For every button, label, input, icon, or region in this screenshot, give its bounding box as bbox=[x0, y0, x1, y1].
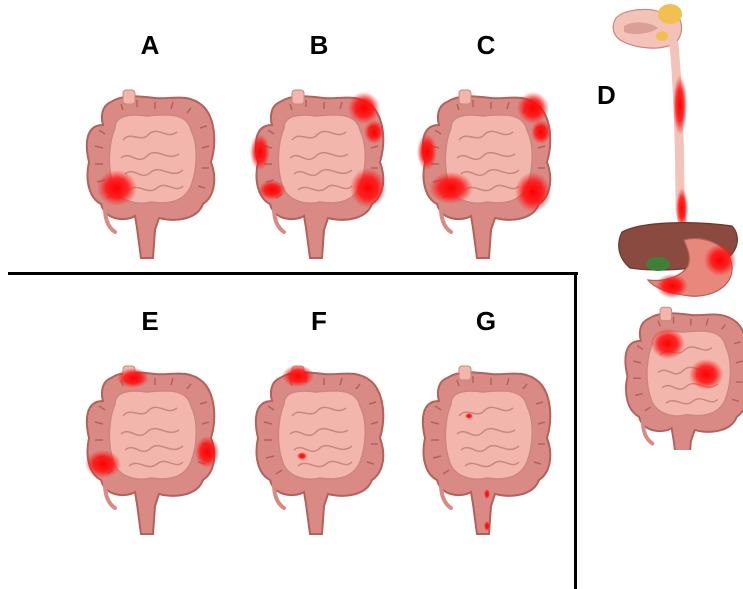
panel-b-inflammation-2 bbox=[364, 120, 384, 144]
panel-e-letter: E bbox=[75, 306, 225, 337]
panel-a-inflammation-terminal-ileum bbox=[97, 170, 137, 206]
panel-f-letter: F bbox=[244, 306, 394, 337]
panel-f-inflammation-transverse bbox=[282, 365, 314, 387]
panel-d-gallbladder bbox=[646, 257, 670, 271]
panel-f-intestine-diagram bbox=[244, 346, 394, 546]
panel-c-inflammation-2 bbox=[531, 120, 551, 144]
panel-e-intestine-diagram bbox=[75, 346, 225, 546]
panel-c-inflammation-4 bbox=[429, 172, 473, 204]
divider-horizontal bbox=[8, 272, 578, 275]
panel-d-inflammation-ileum bbox=[689, 359, 724, 390]
panel-d-gi-tract-diagram bbox=[600, 0, 743, 450]
panel-d-intestine bbox=[625, 307, 743, 450]
panel-b: B bbox=[244, 28, 394, 228]
panel-c-inflammation-3 bbox=[417, 134, 437, 170]
panel-d-salivary-gland bbox=[658, 4, 682, 24]
panel-e-inflammation-transverse bbox=[117, 368, 149, 388]
panel-b-intestine-diagram bbox=[244, 70, 394, 270]
panel-e-inflammation-ileum bbox=[85, 450, 121, 478]
panel-d-inflammation-esophagus-1 bbox=[673, 75, 687, 135]
panel-b-inflammation-5 bbox=[350, 168, 386, 208]
panel-b-inflammation-4 bbox=[258, 180, 286, 200]
panel-a-letter: A bbox=[75, 30, 225, 61]
panel-c-intestine-diagram bbox=[411, 70, 561, 270]
panel-g-intestine-diagram bbox=[411, 346, 561, 546]
panel-c-inflammation-5 bbox=[515, 172, 551, 212]
panel-g: G bbox=[411, 304, 561, 504]
divider-vertical bbox=[574, 272, 577, 589]
panel-d-inflammation-duodenum bbox=[656, 274, 688, 298]
panel-e-inflammation-descending bbox=[195, 436, 219, 468]
panel-g-inflammation-spot-3 bbox=[484, 521, 490, 531]
panel-d-salivary-gland-2 bbox=[656, 31, 668, 41]
panel-e: E bbox=[75, 304, 225, 504]
panel-b-inflammation-3 bbox=[250, 134, 270, 170]
panel-g-letter: G bbox=[411, 306, 561, 337]
panel-c-inflammation-1 bbox=[517, 92, 549, 124]
panel-a: A bbox=[75, 28, 225, 228]
panel-f: F bbox=[244, 304, 394, 504]
panel-c-letter: C bbox=[411, 30, 561, 61]
panel-g-inflammation-spot-1 bbox=[465, 413, 473, 419]
panel-f-inflammation-spot bbox=[297, 452, 307, 460]
panel-d-inflammation-small-intestine bbox=[650, 328, 685, 359]
panel-b-letter: B bbox=[244, 30, 394, 61]
panel-b-inflammation-1 bbox=[348, 92, 380, 124]
panel-g-inflammation-spot-2 bbox=[484, 489, 490, 499]
panel-c: C bbox=[411, 28, 561, 228]
panel-a-intestine-diagram bbox=[75, 70, 225, 270]
panel-d-inflammation-stomach bbox=[704, 244, 736, 276]
